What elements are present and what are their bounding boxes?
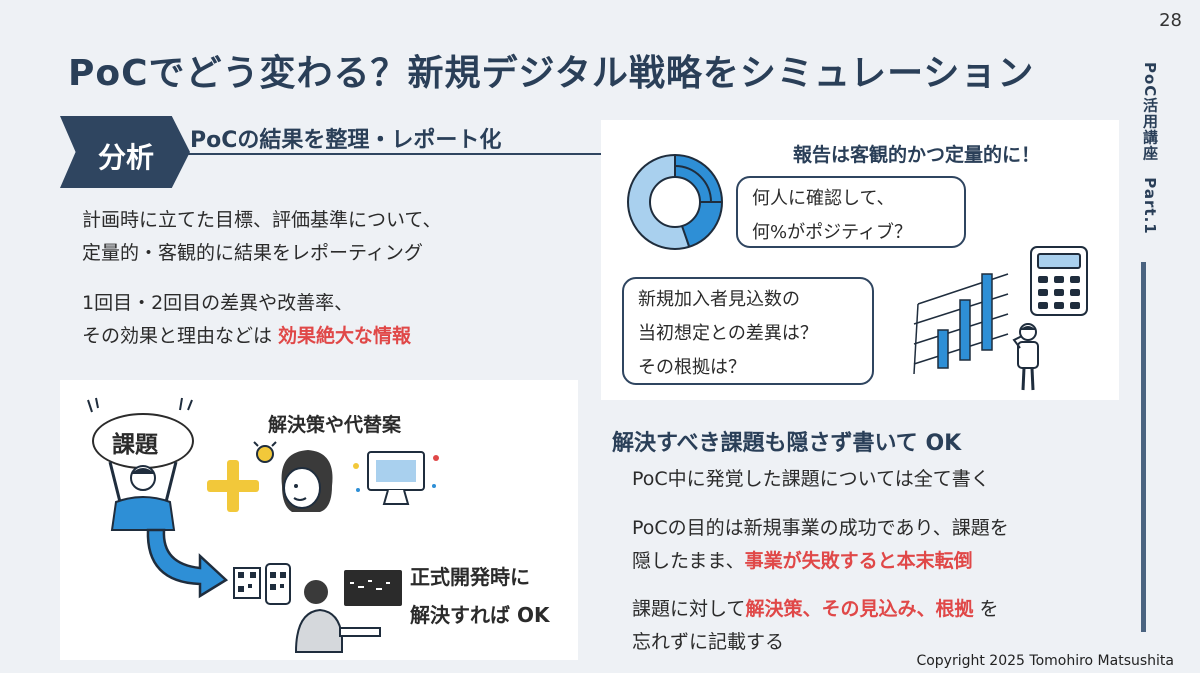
donut-chart-icon xyxy=(627,154,723,250)
bar-chart-icon xyxy=(913,273,1009,375)
qr-code-icon xyxy=(233,563,291,605)
analysis-badge: 分析 xyxy=(98,141,155,174)
item2-highlight: 事業が失敗すると本末転倒 xyxy=(744,550,973,572)
bubble2-line2: 当初想定との差異は？ xyxy=(638,323,818,344)
para1-line2: 定量的・客観的に結果をレポーティング xyxy=(82,242,423,264)
bubble1-line2: 何%がポジティブ？ xyxy=(752,222,913,243)
item3-prefix: 課題に対して xyxy=(632,598,746,620)
woman-icon xyxy=(281,450,333,512)
plus-icon xyxy=(207,460,259,512)
issues-heading: 解決すべき課題も隠さず書いて OK xyxy=(612,431,962,456)
formal-line2: 解決すれば OK xyxy=(410,603,550,627)
computer-icon xyxy=(353,451,439,505)
side-bar xyxy=(1141,262,1146,632)
subheading-divider xyxy=(186,153,606,155)
item2-line1: PoCの目的は新規事業の成功であり、課題を xyxy=(632,517,1009,539)
bubble2-line3: その根拠は？ xyxy=(638,357,746,378)
report-heading: 報告は客観的かつ定量的に！ xyxy=(793,144,1041,166)
para2-line2: その効果と理由などは 効果絶大な情報 xyxy=(82,320,411,353)
bubble1-line1: 何人に確認して、 xyxy=(752,188,895,209)
copyright: Copyright 2025 Tomohiro Matsushita xyxy=(916,653,1174,669)
question-bubble-1: 何人に確認して、 何%がポジティブ？ xyxy=(736,176,966,248)
person-carrying-icon xyxy=(108,461,178,531)
page-number: 28 xyxy=(1159,10,1182,31)
analysis-paragraph-1: 計画時に立てた目標、評価基準について、 定量的・客観的に結果をレポーティング xyxy=(82,204,441,270)
item3-suffix: を xyxy=(973,598,999,620)
analysis-paragraph-2: 1回目・2回目の差異や改善率、 その効果と理由などは 効果絶大な情報 xyxy=(82,287,411,353)
item3-highlight: 解決策、その見込み、根拠 xyxy=(745,598,974,620)
calculator-icon xyxy=(1030,246,1088,316)
item3-line1: 課題に対して解決策、その見込み、根拠 を xyxy=(632,593,999,626)
side-label: PoC活用講座 Part.1 xyxy=(1141,62,1159,235)
bubble2-line1: 新規加入者見込数の xyxy=(638,289,800,310)
para1-line1: 計画時に立てた目標、評価基準について、 xyxy=(82,209,442,231)
item2-prefix: 隠したまま、 xyxy=(632,550,745,572)
person-thinking-icon xyxy=(1012,323,1039,391)
page-title: PoCでどう変わる？新規デジタル戦略をシミュレーション xyxy=(68,53,1035,94)
issues-item-3: 課題に対して解決策、その見込み、根拠 を 忘れずに記載する xyxy=(632,593,999,659)
para2-line2-prefix: その効果と理由などは xyxy=(82,325,279,347)
person-at-computer-icon xyxy=(294,570,402,653)
item2-line2: 隠したまま、事業が失敗すると本末転倒 xyxy=(632,545,1009,578)
item3-line2: 忘れずに記載する xyxy=(632,631,785,653)
curved-arrow-icon xyxy=(146,528,229,599)
analysis-subheading: PoCの結果を整理・レポート化 xyxy=(190,128,502,153)
issues-item-1: PoC中に発覚した課題については全て書く xyxy=(632,468,990,490)
formal-development-text: 正式開発時に 解決すれば OK xyxy=(410,558,549,634)
formal-line1: 正式開発時に xyxy=(410,565,530,589)
para2-line1: 1回目・2回目の差異や改善率、 xyxy=(82,292,354,314)
question-bubble-2: 新規加入者見込数の 当初想定との差異は？ その根拠は？ xyxy=(622,277,874,385)
issues-item-2: PoCの目的は新規事業の成功であり、課題を 隠したまま、事業が失敗すると本末転倒 xyxy=(632,512,1009,578)
lightbulb-icon xyxy=(253,441,277,463)
para2-highlight: 効果絶大な情報 xyxy=(278,325,412,347)
problem-label: 課題 xyxy=(112,432,158,458)
burden-lines-icon xyxy=(87,397,193,413)
solution-label: 解決策や代替案 xyxy=(268,414,402,436)
analysis-banner xyxy=(60,116,190,188)
